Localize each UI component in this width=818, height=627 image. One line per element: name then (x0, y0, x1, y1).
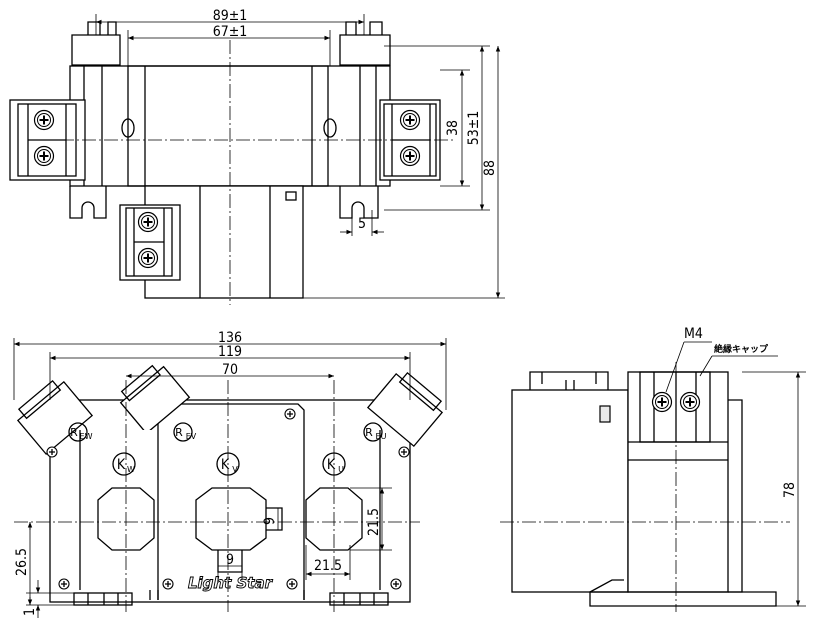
dim-119: 119 (218, 344, 242, 360)
terminal-badge-v: R EV (173, 422, 197, 442)
terminal-badge-u: R EU (363, 422, 387, 442)
svg-text:V: V (232, 465, 238, 474)
side-view: M4 絶縁キャップ 78 (500, 326, 806, 612)
m4-label: M4 (684, 326, 703, 342)
badge-u-r: R (365, 426, 373, 439)
dim-1: 1 (22, 608, 38, 616)
badge-u-sub: EU (376, 432, 387, 441)
terminal-badge-w: R EW (68, 422, 93, 442)
badge-v-sub: EV (186, 432, 197, 441)
svg-text:K: K (327, 457, 336, 473)
dim-38: 38 (445, 120, 461, 136)
dim-78: 78 (782, 482, 798, 498)
front-view: R EW R EV R EU K W K V K U Lig (13, 330, 447, 618)
svg-text:K: K (117, 457, 126, 473)
dim-9-horizontal: 9 (226, 552, 234, 568)
brand-logo: Light Star (188, 574, 274, 592)
badge-w-sub: EW (80, 432, 93, 441)
dim-26-5: 26.5 (14, 548, 30, 576)
dim-67: 67±1 (213, 24, 248, 40)
dim-9-vertical: 9 (262, 517, 278, 525)
svg-text:W: W (127, 465, 135, 474)
badge-v-r: R (175, 426, 183, 439)
dim-136: 136 (218, 330, 242, 346)
label-kw: K W (112, 452, 136, 476)
dim-21-5-horizontal: 21.5 (314, 558, 342, 574)
dim-70: 70 (222, 362, 238, 378)
svg-text:K: K (221, 457, 230, 473)
dim-5: 5 (358, 216, 366, 232)
dim-89: 89±1 (213, 8, 248, 24)
svg-text:U: U (338, 465, 344, 474)
top-view: 89±1 67±1 38 53±1 88 5 (9, 8, 505, 305)
dim-53: 53±1 (466, 111, 482, 146)
dim-88: 88 (482, 160, 498, 176)
badge-w-r: R (70, 426, 78, 439)
dim-21-5-vertical: 21.5 (366, 508, 382, 536)
insulation-cap-label: 絶縁キャップ (714, 343, 769, 355)
